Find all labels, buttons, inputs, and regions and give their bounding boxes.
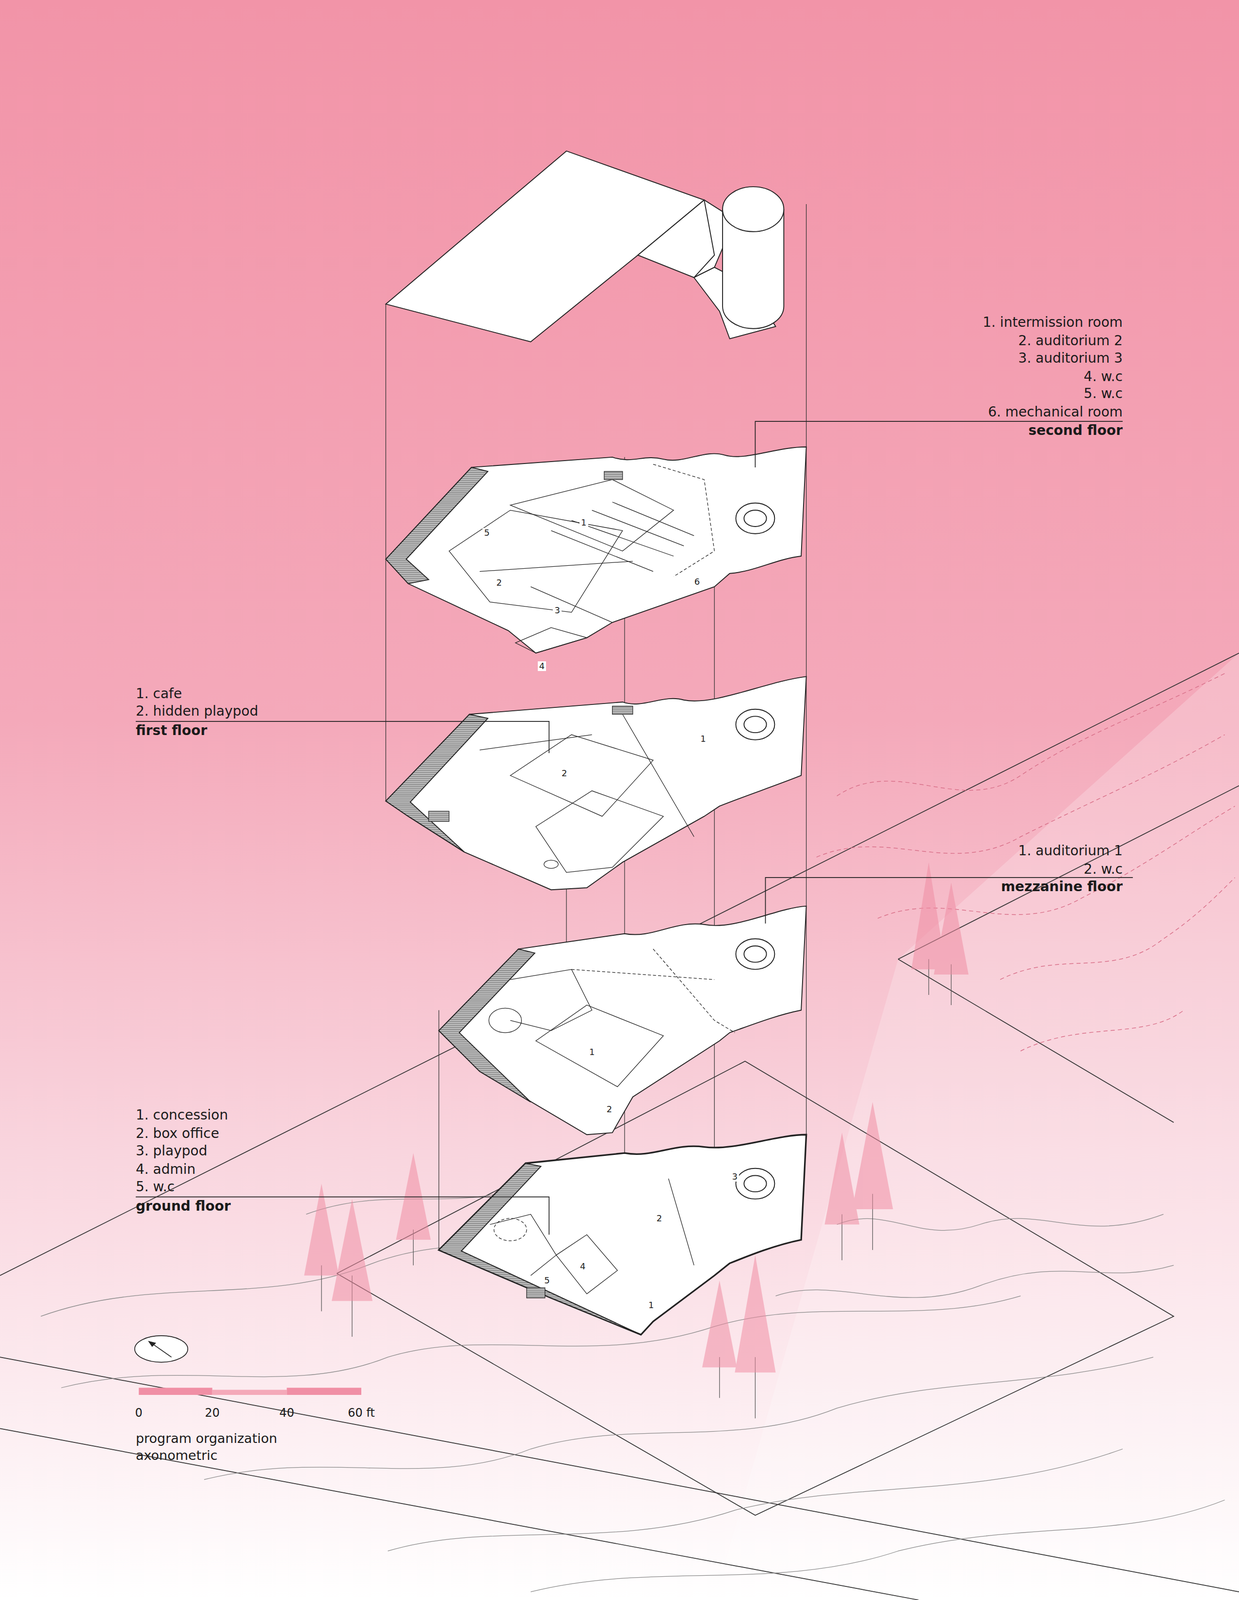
program-item: 6. mechanical room [987, 404, 1123, 420]
callout-number: 5 [482, 528, 491, 538]
callout-number: 6 [692, 577, 702, 587]
caption: program organization axonometric [135, 1430, 296, 1465]
program-item: 2. auditorium 2 [1018, 333, 1123, 349]
program-item: 2. box office [135, 1126, 220, 1142]
north-arrow [134, 1335, 188, 1363]
program-item: 1. intermission room [982, 314, 1123, 331]
callout-number: 2 [605, 1104, 614, 1115]
program-item: 3. auditorium 3 [1018, 350, 1123, 367]
leader-lines [135, 421, 1133, 1235]
projection-lines [386, 204, 807, 1276]
callout-number: 3 [552, 605, 562, 616]
scale-label: 20 [204, 1406, 220, 1421]
dashed-contours [816, 673, 1236, 1052]
callout-number: 4 [578, 1261, 587, 1272]
program-item: 1. cafe [135, 686, 182, 702]
floor-title: mezzanine floor [1000, 879, 1123, 895]
floor-title: first floor [135, 723, 208, 739]
callout-number: 1 [579, 517, 588, 528]
program-item: 4. w.c [1083, 369, 1123, 385]
first-floor-plan [386, 676, 807, 890]
program-item: 1. auditorium 1 [1018, 843, 1123, 859]
trees [304, 862, 969, 1419]
callout-number: 2 [655, 1213, 664, 1224]
program-item: 3. playpod [135, 1143, 208, 1159]
callout-number: 2 [560, 768, 569, 779]
callout-number: 3 [730, 1172, 740, 1182]
roof [386, 150, 785, 342]
program-item: 4. admin [135, 1161, 196, 1178]
scale-label: 0 [135, 1406, 143, 1421]
program-item: 1. concession [135, 1107, 228, 1124]
floor-title: second floor [1028, 422, 1123, 439]
callout-number: 1 [698, 734, 708, 744]
scale-bar [138, 1387, 362, 1396]
callout-number: 1 [646, 1300, 656, 1311]
second-floor-plan [386, 447, 807, 654]
callout-number: 1 [587, 1047, 596, 1058]
scale-label: 40 [279, 1406, 295, 1421]
scale-label: 60 ft [347, 1406, 375, 1421]
program-item: 2. w.c [1083, 861, 1123, 878]
callout-number: 2 [494, 578, 503, 588]
callout-number: 5 [542, 1275, 551, 1286]
site-lines [0, 653, 1239, 1600]
program-item: 5. w.c [1083, 386, 1123, 402]
ground-plane [714, 653, 1239, 1600]
callout-number: 4 [537, 661, 547, 672]
program-item: 2. hidden playpod [135, 703, 259, 720]
floor-title: ground floor [135, 1198, 231, 1215]
ground-floor-plan [438, 1134, 807, 1336]
mezzanine-plan [438, 906, 807, 1135]
program-item: 5. w.c [135, 1179, 175, 1195]
